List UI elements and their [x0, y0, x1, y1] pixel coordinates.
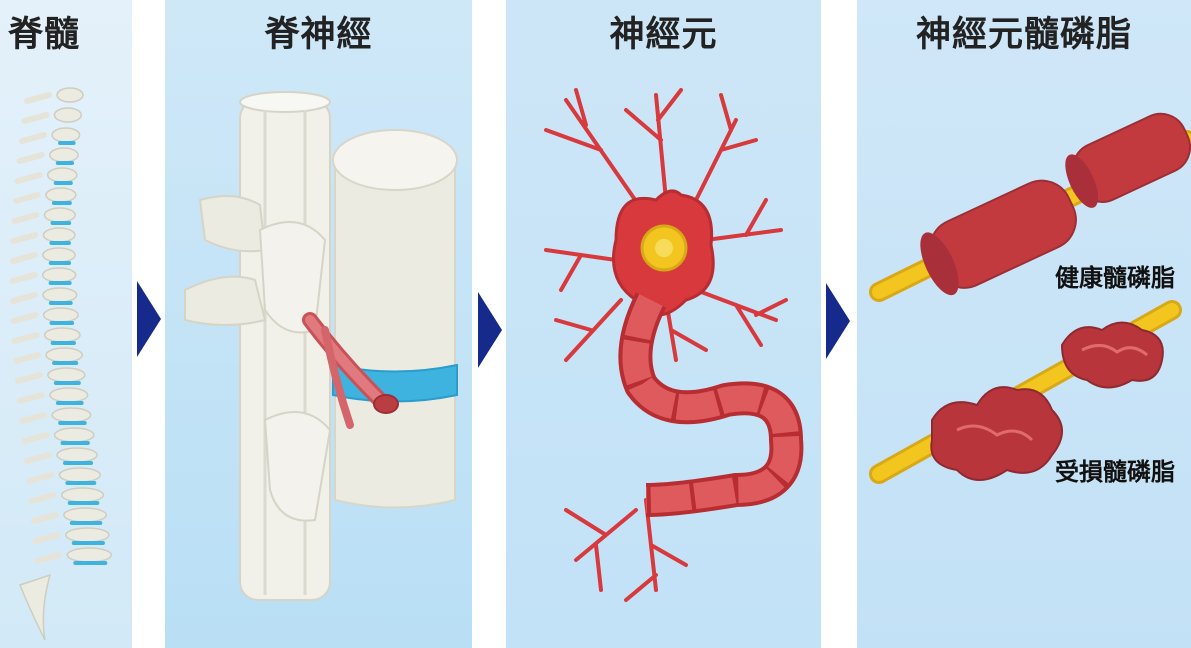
panel-spinal-nerve: 脊神經	[165, 0, 472, 648]
arrow-right-icon	[826, 283, 850, 359]
label-damaged-myelin: 受損髓磷脂	[1055, 452, 1175, 487]
spine-illustration	[0, 0, 132, 648]
panel-myelin: 神經元髓磷脂 健康髓磷脂 受損髓磷脂	[857, 0, 1191, 648]
panel-neuron: 神經元	[506, 0, 821, 648]
myelin-illustration	[857, 0, 1191, 648]
neuron-illustration	[506, 0, 821, 648]
arrow-right-icon	[478, 292, 502, 368]
vertebra-illustration	[165, 0, 472, 648]
panel-spinal-cord: 脊髓	[0, 0, 132, 648]
arrow-right-icon	[137, 281, 161, 357]
label-healthy-myelin: 健康髓磷脂	[1055, 258, 1175, 293]
